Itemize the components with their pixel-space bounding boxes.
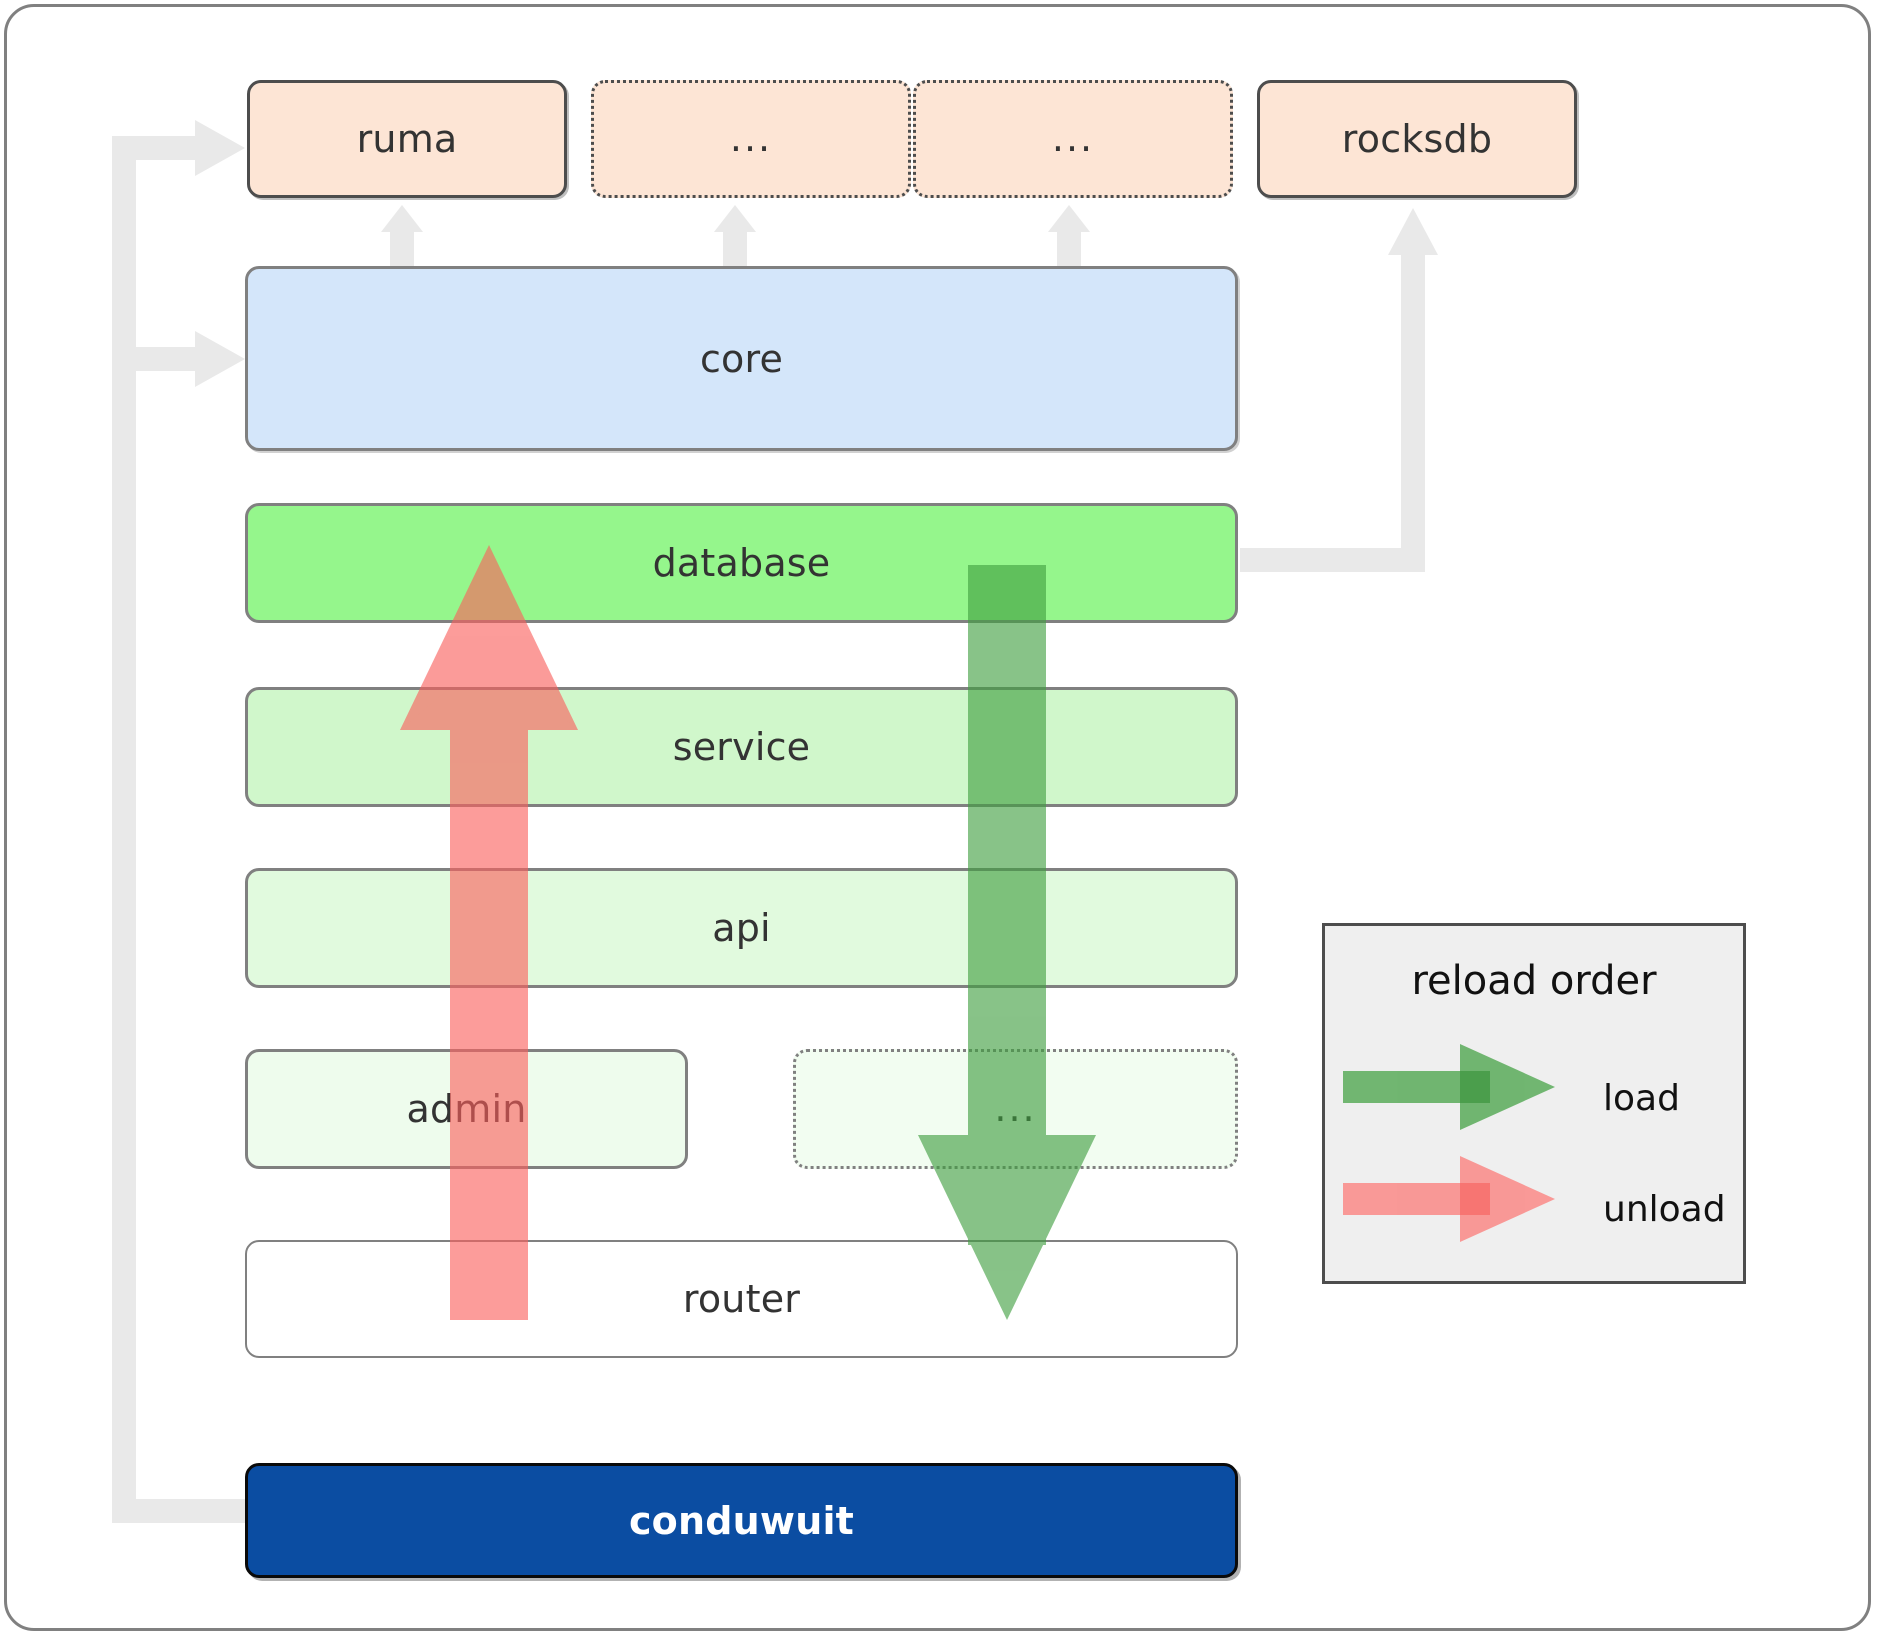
- diagram-frame: [4, 4, 1871, 1631]
- legend-label-load: load: [1603, 1078, 1680, 1119]
- layer-node-api[interactable]: api: [245, 868, 1238, 988]
- dependency-node-ruma-label: ruma: [356, 117, 458, 161]
- dependency-node-placeholder-1[interactable]: ...: [591, 80, 911, 198]
- dependency-node-rocksdb[interactable]: rocksdb: [1257, 80, 1577, 198]
- layer-node-router-label: router: [682, 1277, 801, 1321]
- layer-node-database-label: database: [652, 541, 831, 585]
- app-node-conduwuit-label: conduwuit: [628, 1498, 855, 1543]
- app-node-conduwuit[interactable]: conduwuit: [245, 1463, 1238, 1578]
- dependency-node-placeholder-1-label: ...: [729, 116, 773, 161]
- layer-node-service[interactable]: service: [245, 687, 1238, 807]
- layer-node-core[interactable]: core: [245, 266, 1238, 451]
- layer-node-admin-label: admin: [406, 1087, 527, 1131]
- legend-load-arrow-icon: [1343, 1044, 1555, 1130]
- layer-node-router[interactable]: router: [245, 1240, 1238, 1358]
- layer-node-core-label: core: [699, 336, 784, 381]
- dependency-node-placeholder-2-label: ...: [1051, 116, 1095, 161]
- legend-unload-arrow-icon: [1343, 1156, 1555, 1242]
- legend-label-unload: unload: [1603, 1189, 1726, 1230]
- legend-title: reload order: [1411, 958, 1657, 1004]
- dependency-node-ruma[interactable]: ruma: [247, 80, 567, 198]
- layer-node-service-label: service: [672, 725, 811, 769]
- layer-node-placeholder-label: ...: [994, 1086, 1037, 1131]
- layer-node-placeholder[interactable]: ...: [793, 1049, 1238, 1169]
- layer-node-admin[interactable]: admin: [245, 1049, 688, 1169]
- dependency-node-rocksdb-label: rocksdb: [1341, 117, 1493, 161]
- layer-node-database[interactable]: database: [245, 503, 1238, 623]
- dependency-node-placeholder-2[interactable]: ...: [913, 80, 1233, 198]
- legend-panel: reload order load unload: [1322, 923, 1746, 1284]
- layer-node-api-label: api: [712, 906, 771, 950]
